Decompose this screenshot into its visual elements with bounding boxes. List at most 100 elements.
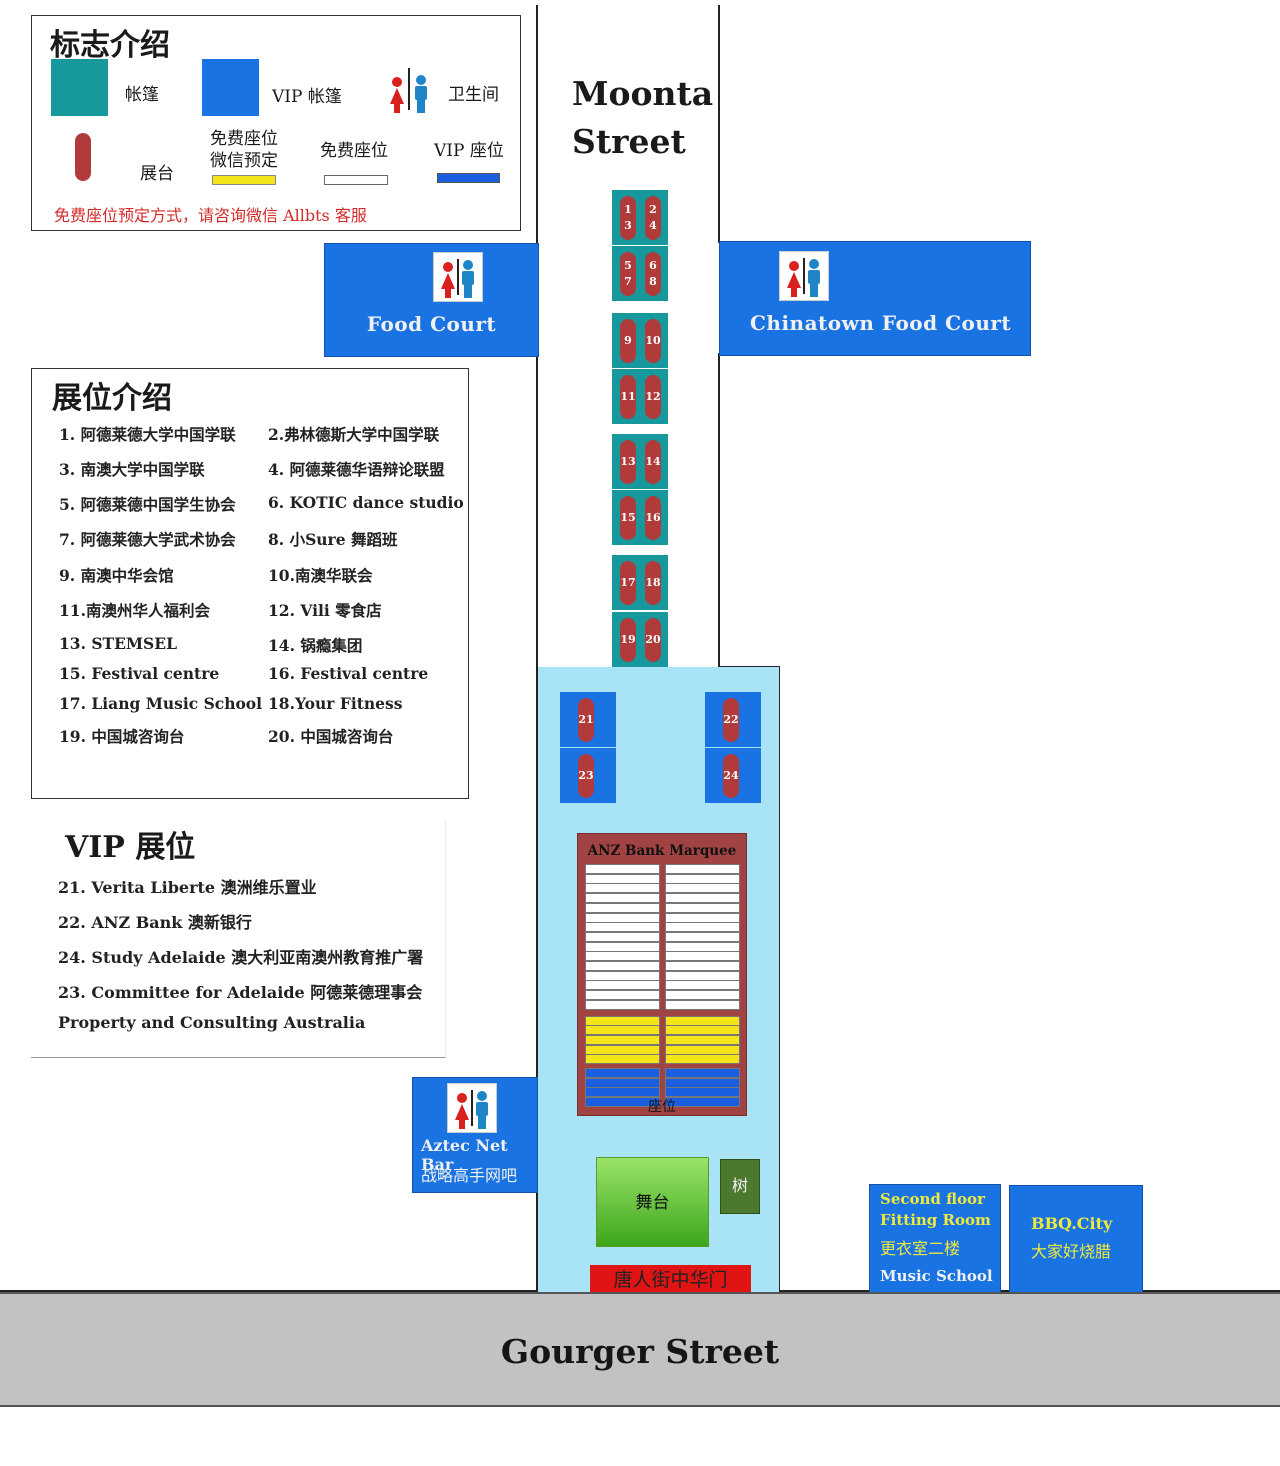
free-seat-row[interactable] (585, 902, 660, 913)
booth[interactable]: 21 (578, 698, 594, 742)
booth-list-item: 16. Festival centre (268, 664, 429, 683)
free-seat-row[interactable] (665, 951, 740, 962)
free-seat-row[interactable] (585, 980, 660, 991)
booth[interactable]: 15 (620, 496, 636, 540)
vip-tent[interactable]: 21 (560, 692, 616, 747)
vip-tent[interactable]: 23 (560, 748, 616, 803)
free-seat-row[interactable] (665, 970, 740, 981)
free-seat-row[interactable] (665, 941, 740, 952)
free-seat-row[interactable] (665, 990, 740, 1001)
free-seat-row[interactable] (665, 883, 740, 894)
vip-list-item: 23. Committee for Adelaide 阿德莱德理事会 (58, 983, 423, 1002)
free-seat-row[interactable] (585, 999, 660, 1010)
booth[interactable]: 9 (620, 319, 636, 363)
booth[interactable]: 23 (578, 754, 594, 798)
vip-tent[interactable]: 22 (705, 692, 761, 747)
aztec-net-bar-area[interactable]: Aztec Net Bar 战略高手网吧 (412, 1077, 538, 1193)
reserved-seat-row[interactable] (665, 1034, 740, 1045)
booth-list-item: 8. 小Sure 舞蹈班 (268, 530, 398, 549)
free-seat-row[interactable] (585, 941, 660, 952)
free-seat-row[interactable] (665, 893, 740, 904)
vip-seat-row[interactable] (585, 1068, 660, 1078)
free-seat-row[interactable] (665, 961, 740, 971)
booth[interactable]: 18 (645, 561, 661, 605)
free-seat-row[interactable] (585, 873, 660, 884)
vip-seat-row[interactable] (585, 1077, 660, 1088)
moonta-street-left-edge (536, 5, 538, 243)
booth-number: 4 (649, 219, 657, 232)
free-seat-row[interactable] (585, 931, 660, 942)
free-seat-row[interactable] (585, 951, 660, 962)
booth[interactable]: 13 (620, 440, 636, 484)
free-seat-row[interactable] (665, 931, 740, 942)
reserved-seat-row[interactable] (585, 1044, 660, 1055)
vip-seat-row[interactable] (665, 1097, 740, 1108)
booth[interactable]: 22 (723, 698, 739, 742)
reserved-seat-row[interactable] (585, 1034, 660, 1045)
stage[interactable]: 舞台 (596, 1157, 709, 1247)
free-seat-row[interactable] (665, 873, 740, 884)
free-seat-row[interactable] (585, 883, 660, 894)
free-seat-row[interactable] (665, 922, 740, 933)
booth[interactable]: 14 (645, 440, 661, 484)
reserved-seat-row[interactable] (665, 1025, 740, 1036)
reserved-seat-row[interactable] (585, 1015, 660, 1026)
free-seat-row[interactable] (585, 961, 660, 971)
reserved-seat-row[interactable] (665, 1044, 740, 1055)
legend-vip-tent-label: VIP 帐篷 (272, 87, 342, 107)
vip-tent[interactable]: 24 (705, 748, 761, 803)
free-seat-row[interactable] (585, 864, 660, 874)
fitting-label-1: Second floor (880, 1190, 985, 1208)
anz-bank-marquee[interactable]: ANZ Bank Marquee 座位 (577, 833, 747, 1116)
free-seat-row[interactable] (585, 970, 660, 981)
booth-list-item: 3. 南澳大学中国学联 (59, 460, 205, 479)
booth[interactable]: 11 (620, 375, 636, 419)
bbq-city-area[interactable]: BBQ.City 大家好烧腊 (1009, 1185, 1143, 1293)
booth[interactable]: 19 (620, 618, 636, 662)
reserved-seat-row[interactable] (585, 1025, 660, 1036)
booth[interactable]: 24 (723, 754, 739, 798)
free-seat-row[interactable] (665, 902, 740, 913)
vip-seat-row[interactable] (665, 1068, 740, 1078)
booth[interactable]: 17 (620, 561, 636, 605)
free-seat-row[interactable] (665, 980, 740, 991)
vip-seat-row[interactable] (665, 1077, 740, 1088)
music-school-label: Music School (880, 1267, 993, 1285)
food-court-area[interactable]: Food Court (324, 243, 539, 357)
free-seat-row[interactable] (585, 893, 660, 904)
vip-seat-row[interactable] (585, 1097, 660, 1108)
gourger-street: Gourger Street (0, 1292, 1280, 1407)
free-seat-row[interactable] (585, 912, 660, 923)
booth[interactable]: 10 (645, 319, 661, 363)
booth[interactable]: 20 (645, 618, 661, 662)
chinatown-food-court-area[interactable]: Chinatown Food Court (719, 241, 1031, 356)
chinatown-gate[interactable]: 唐人街中华门 (590, 1265, 751, 1293)
booth[interactable]: 16 (645, 496, 661, 540)
fitting-room-area[interactable]: Second floor Fitting Room 更衣室二楼 Music Sc… (869, 1184, 1001, 1293)
reserved-seat-row[interactable] (665, 1054, 740, 1065)
reserved-seat-row[interactable] (665, 1015, 740, 1026)
free-seat-row[interactable] (585, 922, 660, 933)
free-seat-row[interactable] (665, 864, 740, 874)
free-seat-row[interactable] (665, 912, 740, 923)
vip-seat-row[interactable] (585, 1087, 660, 1098)
booth[interactable]: 12 (645, 375, 661, 419)
vip-seat-row[interactable] (665, 1087, 740, 1098)
free-seat-row[interactable] (585, 990, 660, 1001)
free-seat-row[interactable] (665, 999, 740, 1010)
booth-list-item: 5. 阿德莱德中国学生协会 (59, 495, 236, 514)
reserved-seat-row[interactable] (585, 1054, 660, 1065)
aztec-label-cn: 战略高手网吧 (421, 1166, 518, 1185)
